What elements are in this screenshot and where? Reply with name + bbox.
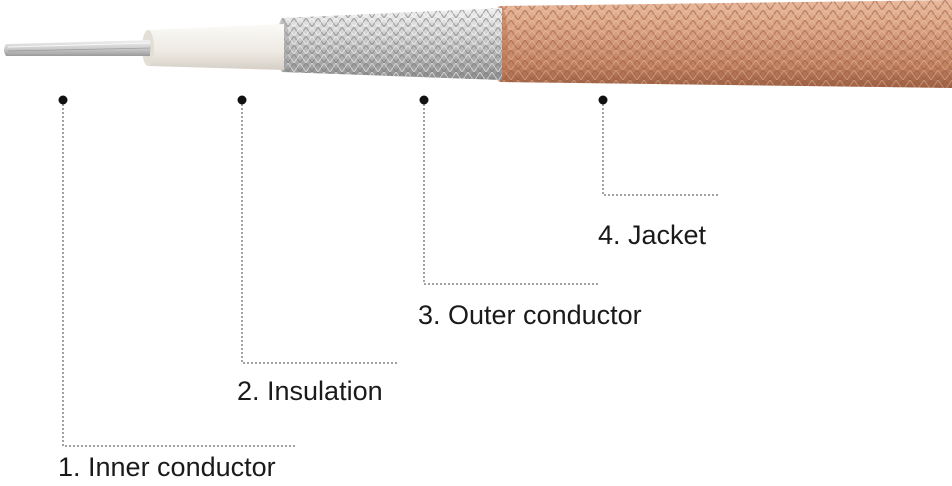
label-inner-conductor: 1. Inner conductor xyxy=(58,452,276,482)
leader-lines xyxy=(62,100,719,447)
label-jacket: 4. Jacket xyxy=(598,220,707,250)
marker-dot-jacket xyxy=(598,95,608,105)
leader-line-outer-conductor xyxy=(423,100,600,285)
inner-conductor-segment xyxy=(4,40,151,56)
outer-conductor-segment xyxy=(277,8,502,80)
jacket-segment xyxy=(492,0,952,88)
marker-dot-inner-conductor xyxy=(58,95,68,105)
marker-dot-insulation xyxy=(237,95,247,105)
label-outer-conductor: 3. Outer conductor xyxy=(418,300,642,330)
leader-line-insulation xyxy=(241,100,398,364)
leader-line-jacket xyxy=(602,100,719,196)
insulation-segment xyxy=(142,24,284,70)
marker-dots xyxy=(58,95,608,105)
label-insulation: 2. Insulation xyxy=(237,376,383,406)
leader-line-inner-conductor xyxy=(62,100,296,447)
marker-dot-outer-conductor xyxy=(419,95,429,105)
